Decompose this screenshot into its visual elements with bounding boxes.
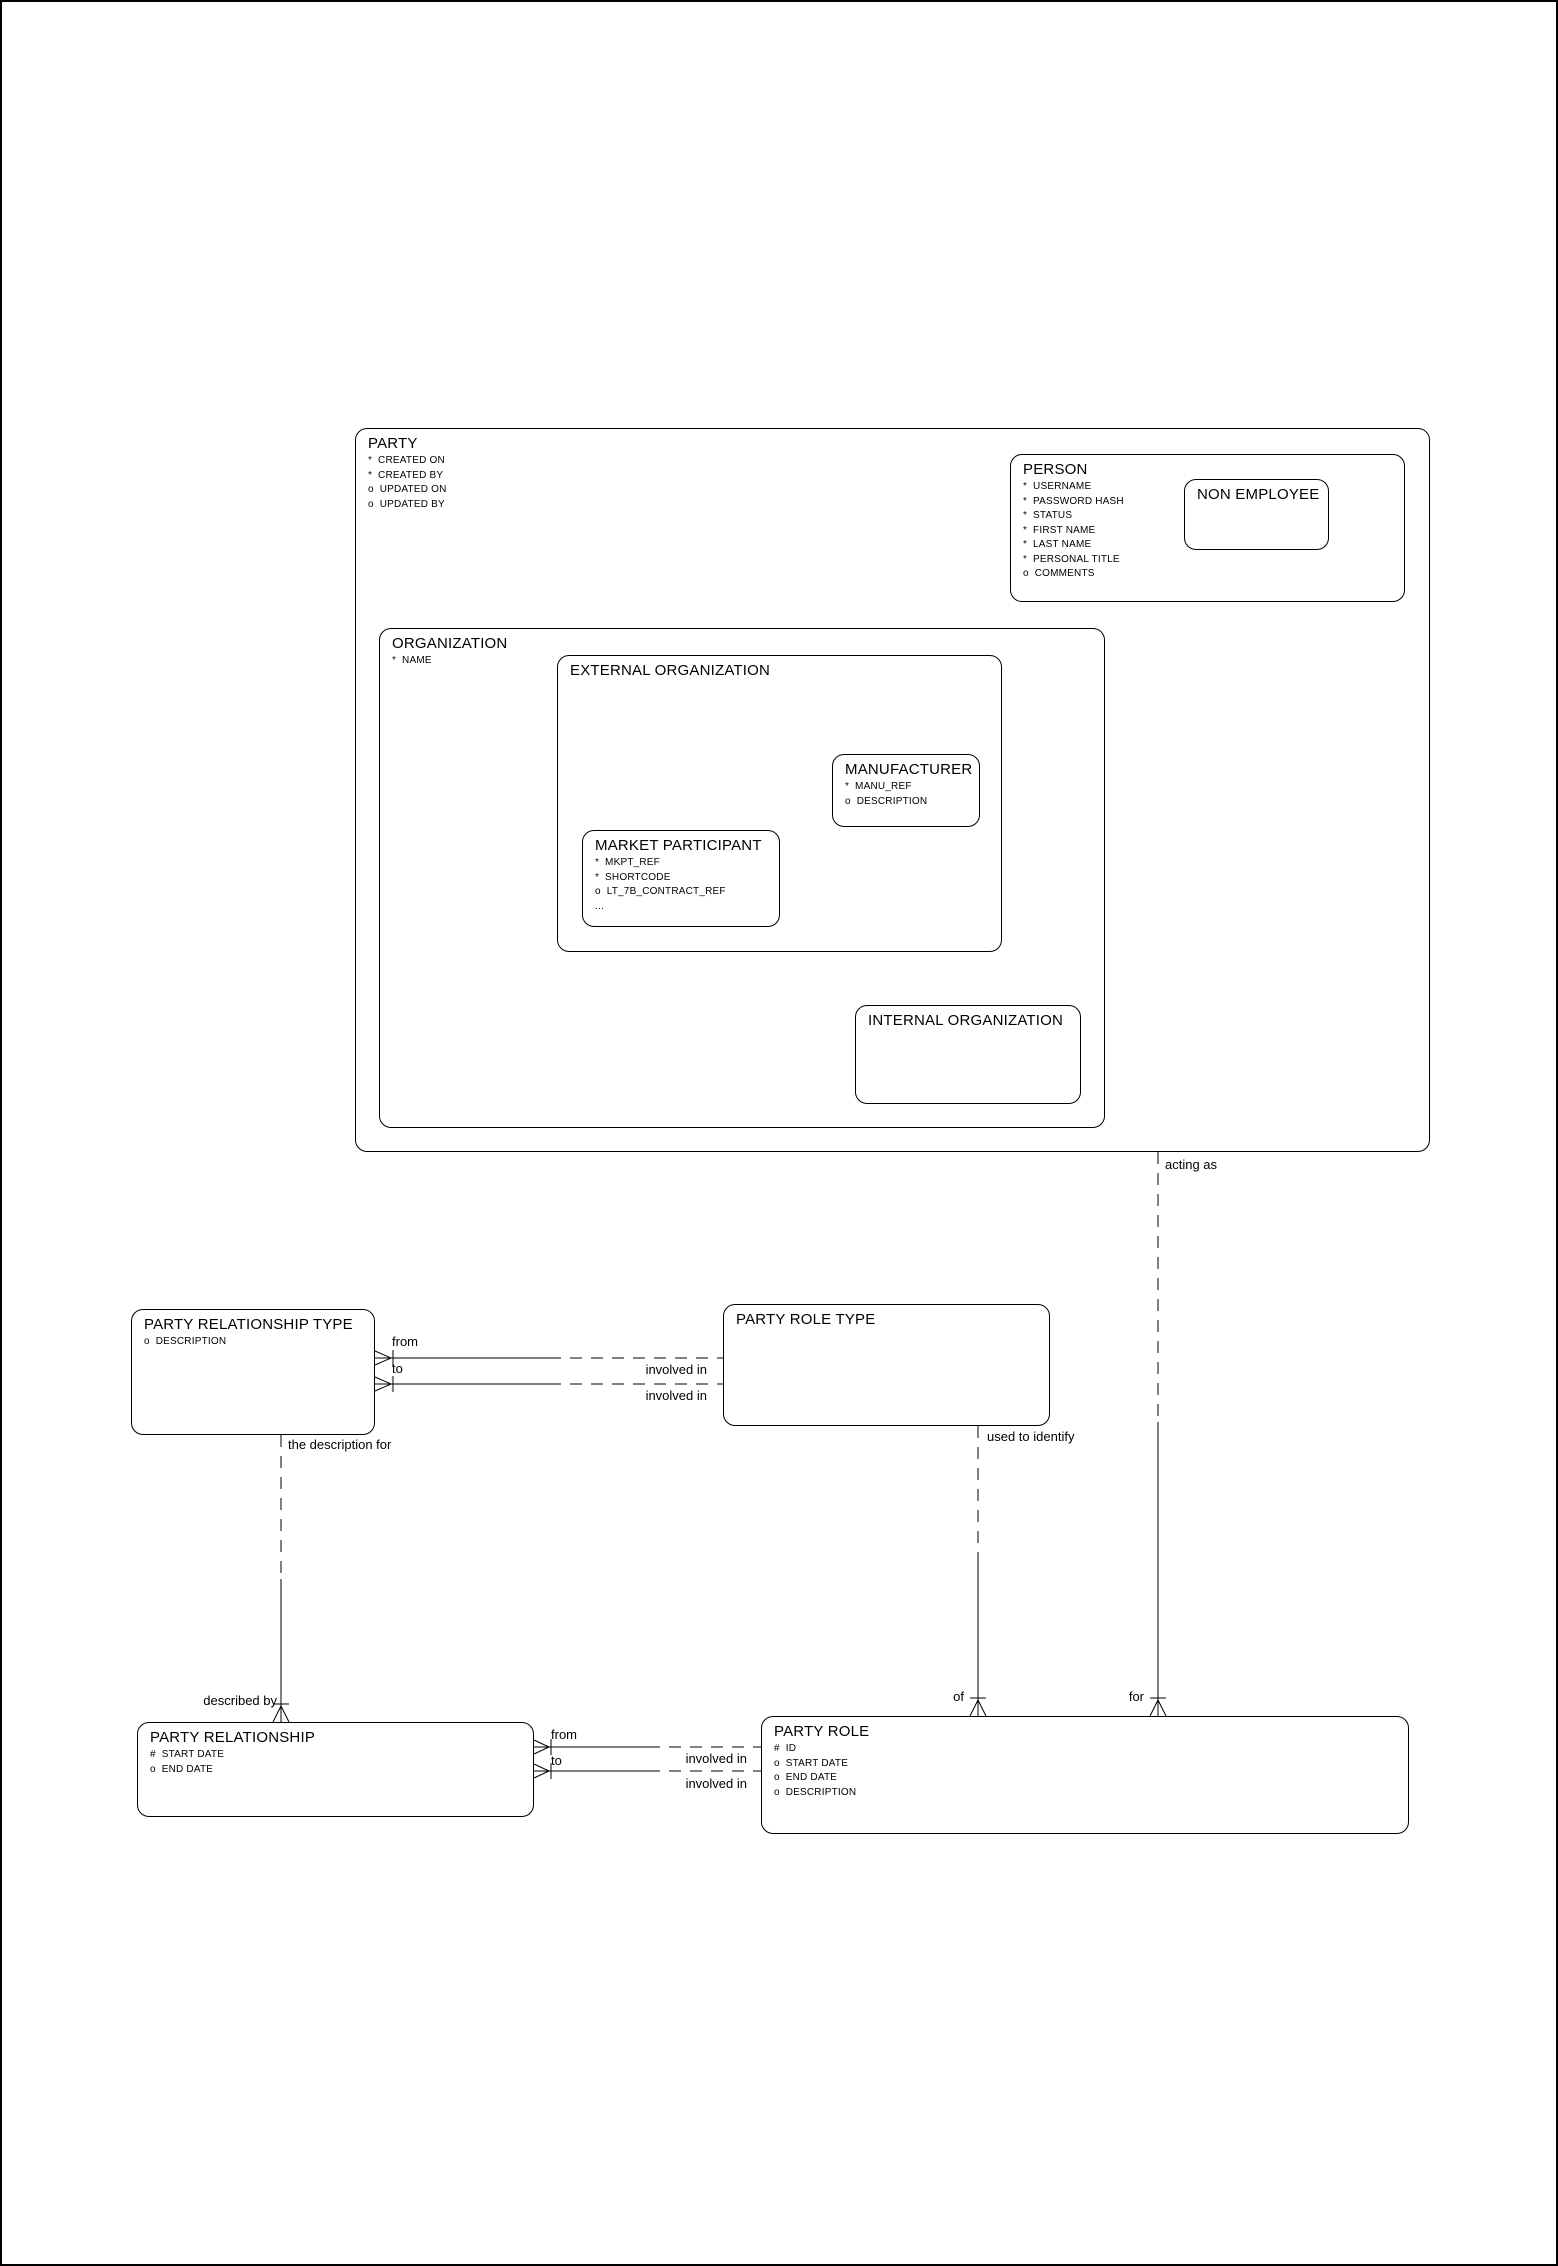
entity-party-relationship-type-attributes: o DESCRIPTION — [144, 1335, 366, 1350]
relationship-line-used-to-identify — [969, 1426, 987, 1717]
relationship-label-to-type: to — [392, 1361, 403, 1376]
entity-attribute: * CREATED BY — [368, 469, 444, 481]
entity-attribute: o END DATE — [774, 1772, 838, 1783]
relationship-line-description — [272, 1435, 290, 1723]
entity-person-attributes: * USERNAME * PASSWORD HASH * STATUS * FIRST… — [1023, 480, 1396, 582]
entity-market-participant-title: MARKET PARTICIPANT — [595, 837, 762, 854]
entity-person-title: PERSON — [1023, 461, 1088, 478]
entity-internal-organization[interactable]: INTERNAL ORGANIZATION — [855, 1005, 1081, 1104]
relationship-label-to-instance: to — [551, 1753, 562, 1768]
entity-party-relationship[interactable]: PARTY RELATIONSHIP # START DATE o END DAT… — [137, 1722, 534, 1817]
entity-attribute: o START DATE — [774, 1757, 849, 1769]
entity-attribute: o DESCRIPTION — [845, 795, 928, 807]
relationship-label-from-instance: from — [551, 1727, 577, 1742]
entity-party-attributes: * CREATED ON * CREATED BY o UPDATED ON o UP… — [368, 454, 1421, 512]
relationship-label-from-type: from — [392, 1334, 418, 1349]
entity-attribute: * MKPT_REF — [595, 857, 660, 868]
entity-market-participant-attributes: * MKPT_REF * SHORTCODE o LT_7B_CONTRACT_RE… — [595, 856, 771, 914]
entity-attribute: * SHORTCODE — [595, 871, 671, 883]
entity-attribute: o UPDATED ON — [368, 484, 447, 495]
relationship-label-the-description-for: the description for — [288, 1437, 392, 1452]
relationship-label-acting-as: acting as — [1165, 1157, 1218, 1172]
entity-market-participant[interactable]: MARKET PARTICIPANT * MKPT_REF * SHORTCODE… — [582, 830, 780, 927]
entity-attribute: * MANU_REF — [845, 781, 912, 792]
relationship-label-for: for — [1128, 1689, 1144, 1704]
entity-party-relationship-type-title: PARTY RELATIONSHIP TYPE — [144, 1316, 353, 1333]
entity-party-role-attributes: # ID o START DATE o END DATE o DESCRIPTION — [774, 1742, 1400, 1800]
entity-attribute: o DESCRIPTION — [774, 1786, 857, 1798]
relationship-label-involved-in-instance-to: involved in — [685, 1776, 747, 1791]
entity-party-title: PARTY — [368, 435, 418, 452]
relationship-label-involved-in-type-to: involved in — [645, 1388, 707, 1403]
entity-attribute: * PERSONAL TITLE — [1023, 553, 1120, 565]
entity-party-role-type[interactable]: PARTY ROLE TYPE — [723, 1304, 1050, 1426]
relationship-label-of: of — [953, 1689, 964, 1704]
entity-non-employee-title: NON EMPLOYEE — [1197, 486, 1320, 503]
entity-attribute: # START DATE — [150, 1749, 225, 1760]
entity-party-role[interactable]: PARTY ROLE # ID o START DATE o END DATE o D… — [761, 1716, 1409, 1834]
entity-attribute: * STATUS — [1023, 510, 1073, 521]
entity-external-organization-title: EXTERNAL ORGANIZATION — [570, 662, 771, 679]
entity-attribute: * FIRST NAME — [1023, 524, 1096, 536]
entity-organization-title: ORGANIZATION — [392, 635, 508, 652]
relationship-label-involved-in-instance-from: involved in — [685, 1751, 747, 1766]
entity-manufacturer-title: MANUFACTURER — [845, 761, 973, 778]
entity-party-relationship-type[interactable]: PARTY RELATIONSHIP TYPE o DESCRIPTION — [131, 1309, 375, 1435]
relationship-label-involved-in-type-from: involved in — [645, 1362, 707, 1377]
entity-attribute: * CREATED ON — [368, 455, 445, 466]
entity-attribute: o LT_7B_CONTRACT_REF — [595, 886, 726, 897]
entity-party-role-type-title: PARTY ROLE TYPE — [736, 1311, 876, 1328]
entity-attribute: ... — [595, 900, 604, 912]
entity-attribute: # ID — [774, 1743, 797, 1754]
entity-non-employee[interactable]: NON EMPLOYEE — [1184, 479, 1329, 550]
entity-attribute: * NAME — [392, 655, 432, 666]
entity-attribute: o COMMENTS — [1023, 568, 1095, 579]
entity-attribute: * USERNAME — [1023, 481, 1092, 492]
entity-attribute: * LAST NAME — [1023, 539, 1092, 550]
entity-party-relationship-attributes: # START DATE o END DATE — [150, 1748, 525, 1777]
relationship-label-described-by: described by — [203, 1693, 277, 1708]
entity-attribute: o END DATE — [150, 1763, 214, 1775]
entity-internal-organization-title: INTERNAL ORGANIZATION — [868, 1012, 1064, 1029]
relationship-line-acting-as — [1149, 1152, 1167, 1717]
entity-party-role-title: PARTY ROLE — [774, 1723, 870, 1740]
entity-party-relationship-title: PARTY RELATIONSHIP — [150, 1729, 316, 1746]
entity-organization-attributes: * NAME — [392, 654, 1096, 669]
entity-attribute: o DESCRIPTION — [144, 1336, 227, 1347]
entity-attribute: * PASSWORD HASH — [1023, 495, 1124, 507]
relationship-label-used-to-identify: used to identify — [987, 1429, 1075, 1444]
entity-attribute: o UPDATED BY — [368, 498, 445, 510]
